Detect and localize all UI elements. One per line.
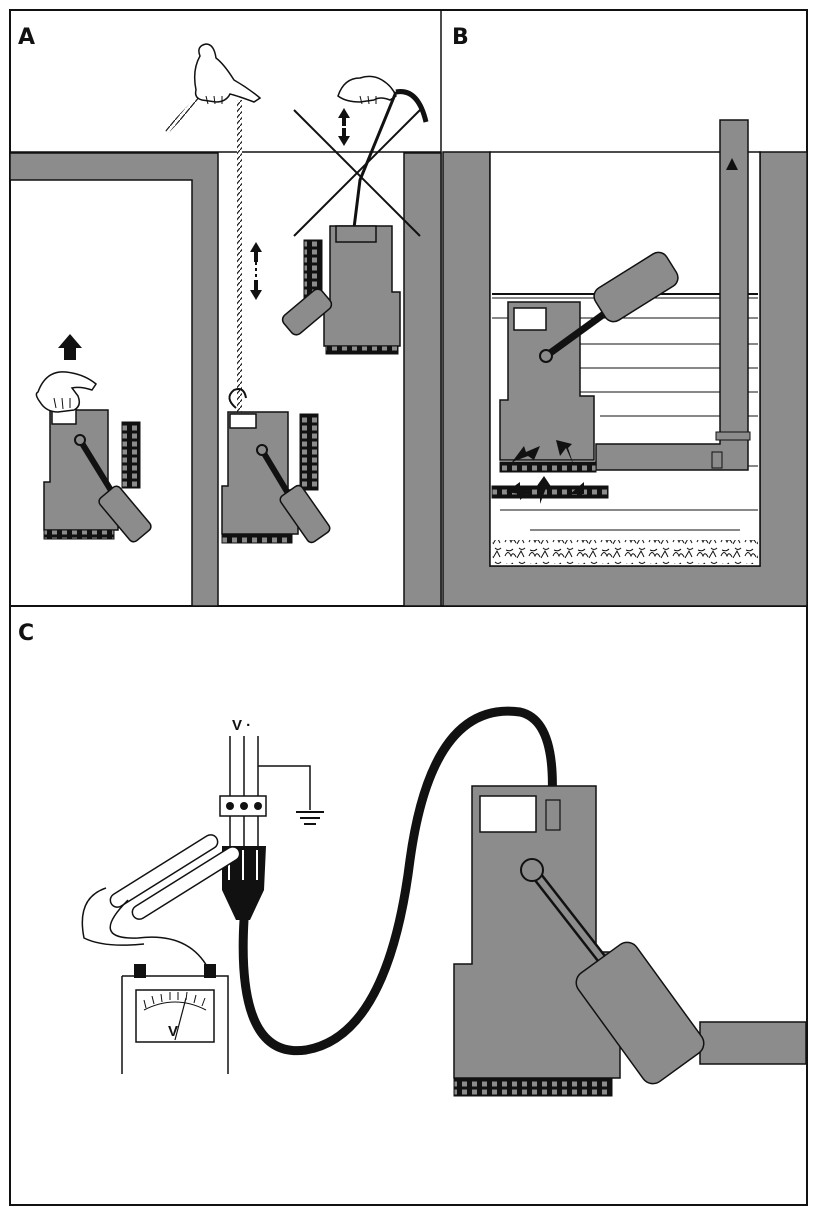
- float-switch: [575, 941, 705, 1085]
- pump-on-rope: [221, 388, 331, 544]
- float-switch: [279, 484, 331, 544]
- power-cable: [238, 706, 557, 1056]
- outlet-pipe: [121, 421, 141, 489]
- pump-handle: [513, 307, 547, 331]
- panel-c: V ·: [81, 706, 807, 1097]
- hand-with-rope: [165, 43, 262, 412]
- float-switch: [281, 288, 333, 336]
- hand-icon: [193, 43, 262, 103]
- test-probes: [81, 834, 241, 969]
- double-arrow-icon: [250, 242, 262, 300]
- flow-arrow-icon: [726, 158, 738, 170]
- panel-label-c: C: [18, 621, 34, 646]
- supply-lines: [229, 736, 311, 810]
- cable-entry: [545, 799, 561, 831]
- supply-voltage-label: V ·: [232, 717, 251, 734]
- pump-lifted-by-cable-wrong: [281, 75, 429, 355]
- voltmeter: V: [121, 964, 229, 1074]
- meter-dial: [135, 989, 215, 1043]
- meter-unit-label: V: [168, 1023, 178, 1040]
- pump-grate: [499, 461, 597, 473]
- ground-icon: [296, 811, 324, 825]
- pump-large: [453, 785, 807, 1097]
- pump-handle: [479, 795, 537, 833]
- figure-frame: [9, 9, 808, 1206]
- pump-handle: [229, 413, 257, 429]
- outlet-pipe: [299, 413, 319, 491]
- pump-grate: [453, 1077, 613, 1097]
- panel-label-a: A: [18, 25, 35, 50]
- inflow-arrows: [506, 440, 598, 504]
- float-switch: [593, 251, 679, 323]
- pit-walls-a: [9, 152, 442, 607]
- pump-handle: [335, 225, 377, 243]
- sediment-debris: [492, 540, 758, 564]
- pump-grate: [43, 529, 115, 540]
- hand-icon: [337, 75, 397, 103]
- pump-grate: [221, 533, 293, 544]
- rope-vertical: [237, 100, 242, 412]
- panel-b: [442, 119, 808, 607]
- arrow-up-icon: [58, 334, 82, 360]
- outlet-pipe: [699, 1021, 807, 1065]
- pump-body: [453, 785, 621, 1079]
- panel-label-b: B: [452, 25, 469, 50]
- pump-body: [323, 225, 401, 347]
- double-arrow-icon: [338, 108, 350, 146]
- float-switch: [98, 485, 152, 543]
- power-plug: [222, 816, 266, 920]
- pump-grate: [325, 345, 399, 355]
- meter-needle: [174, 997, 187, 1041]
- panel-a: [9, 43, 442, 607]
- hand-icon: [35, 371, 97, 413]
- power-cable: [395, 89, 429, 123]
- pump-lifted-by-handle: [35, 334, 152, 543]
- pump-body: [221, 411, 299, 535]
- cross-out-mark: [293, 109, 421, 237]
